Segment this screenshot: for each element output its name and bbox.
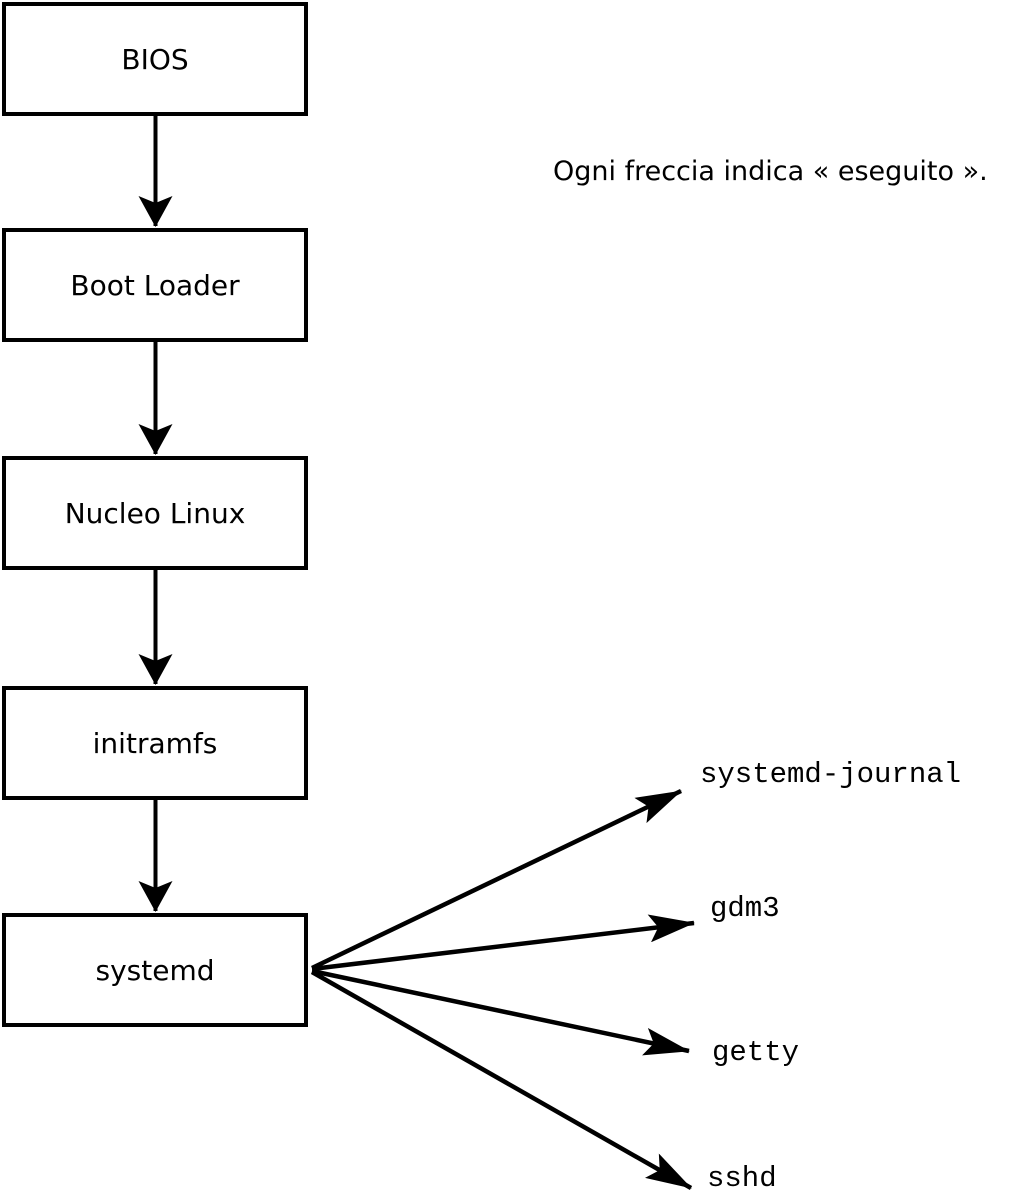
box-systemd-label: systemd <box>95 953 215 987</box>
service-label-gdm3: gdm3 <box>710 892 780 925</box>
box-initramfs-label: initramfs <box>92 726 218 760</box>
box-nucleo-linux: Nucleo Linux <box>2 456 308 570</box>
arrow-systemd-to-getty <box>311 968 690 1056</box>
box-bios-label: BIOS <box>121 42 189 76</box>
box-initramfs: initramfs <box>2 686 308 800</box>
box-bios: BIOS <box>2 2 308 116</box>
service-label-sshd: sshd <box>707 1162 777 1193</box>
arrow-systemd-to-sshd <box>310 970 693 1190</box>
box-systemd: systemd <box>2 913 308 1027</box>
arrow-systemd-to-journal <box>311 788 682 971</box>
box-boot-loader: Boot Loader <box>2 228 308 342</box>
arrow-meaning-caption: Ogni freccia indica « eseguito ». <box>553 156 988 187</box>
box-boot-loader-label: Boot Loader <box>70 268 240 302</box>
arrow-systemd-to-gdm3 <box>311 914 695 972</box>
service-label-systemd-journal: systemd-journal <box>700 758 962 791</box>
service-label-getty: getty <box>712 1036 800 1069</box>
box-nucleo-linux-label: Nucleo Linux <box>64 496 246 530</box>
